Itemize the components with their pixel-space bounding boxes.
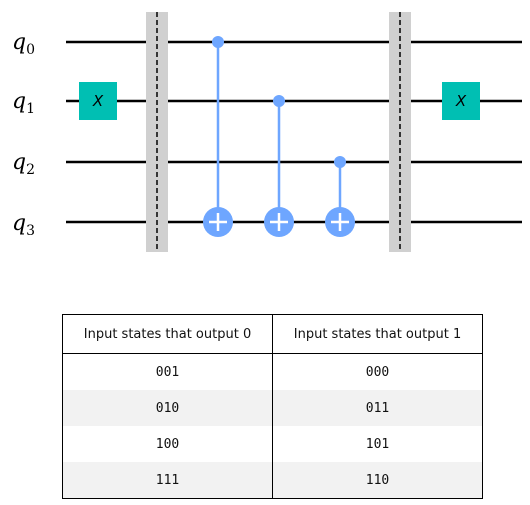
table-cell: 011 — [272, 390, 483, 426]
table-cell: 100 — [62, 426, 273, 462]
cnot-gate — [325, 156, 355, 237]
truth-table: Input states that output 0 Input states … — [62, 314, 483, 499]
cnot-gate — [264, 95, 294, 237]
column-header-output-0: Input states that output 0 — [62, 314, 273, 354]
cnot-gate — [203, 36, 233, 237]
table-cell: 010 — [62, 390, 273, 426]
x-gate: X — [442, 82, 480, 120]
qubit-label-q0: q0 — [12, 30, 35, 58]
table-row: 100 101 — [62, 426, 483, 462]
qubit-label-q1: q1 — [12, 89, 35, 117]
svg-text:X: X — [455, 92, 467, 110]
table-cell: 001 — [62, 353, 273, 390]
table-header-row: Input states that output 0 Input states … — [62, 314, 483, 354]
table-row: 111 110 — [62, 462, 483, 499]
svg-text:X: X — [92, 92, 104, 110]
table-cell: 000 — [365, 364, 390, 380]
quantum-circuit-diagram: q0 q1 q2 q3 X — [12, 12, 522, 252]
qubit-label-q3: q3 — [12, 211, 35, 239]
qubit-label-q2: q2 — [12, 150, 35, 178]
x-gate: X — [79, 82, 117, 120]
table-cell: 111 — [62, 462, 273, 499]
table-row: 010 011 — [62, 390, 483, 426]
barrier — [389, 12, 411, 252]
table-cell: 110 — [272, 462, 483, 499]
table-row: 001 000 — [62, 353, 483, 390]
barrier — [146, 12, 168, 252]
table-cell: 101 — [365, 436, 390, 452]
column-header-output-1: Input states that output 1 — [272, 314, 483, 354]
